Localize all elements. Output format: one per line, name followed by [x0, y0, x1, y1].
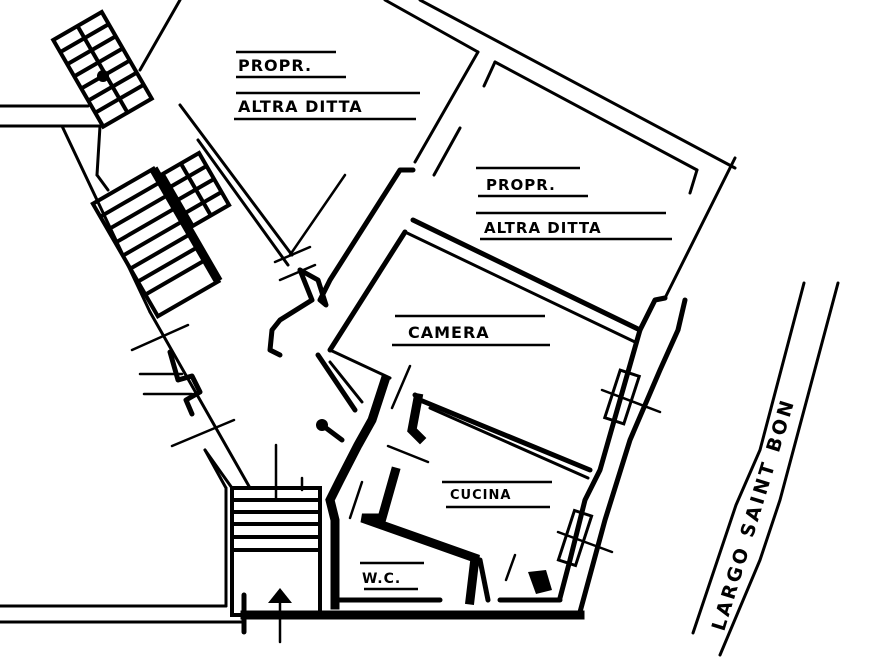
- apartment-walls: [240, 167, 688, 620]
- window-icon: [556, 368, 662, 568]
- label-propr-1: PROPR.: [238, 56, 312, 75]
- room-label-propr-1: PROPR. ALTRA DITTA: [234, 50, 420, 121]
- room-label-camera: CAMERA: [392, 314, 550, 347]
- room-label-wc: W.C.: [360, 561, 424, 591]
- label-wc: W.C.: [362, 571, 401, 587]
- room-label-propr-2: PROPR. ALTRA DITTA: [476, 166, 672, 241]
- room-label-cucina: CUCINA: [442, 480, 552, 509]
- door-opening-icon: [288, 173, 517, 582]
- label-cucina: CUCINA: [450, 488, 511, 503]
- street-label: LARGO SAINT BON: [708, 395, 800, 633]
- dimension-ticks: [130, 245, 317, 490]
- street-edge: [691, 281, 840, 657]
- boundary-walls: [0, 0, 737, 624]
- label-propr-2: PROPR.: [486, 176, 556, 194]
- label-camera: CAMERA: [408, 323, 490, 342]
- label-altra-ditta-2: ALTRA DITTA: [484, 219, 602, 237]
- label-altra-ditta-1: ALTRA DITTA: [238, 97, 363, 116]
- entrance-arrow-icon: [241, 588, 292, 644]
- staircase-icon: [50, 9, 322, 617]
